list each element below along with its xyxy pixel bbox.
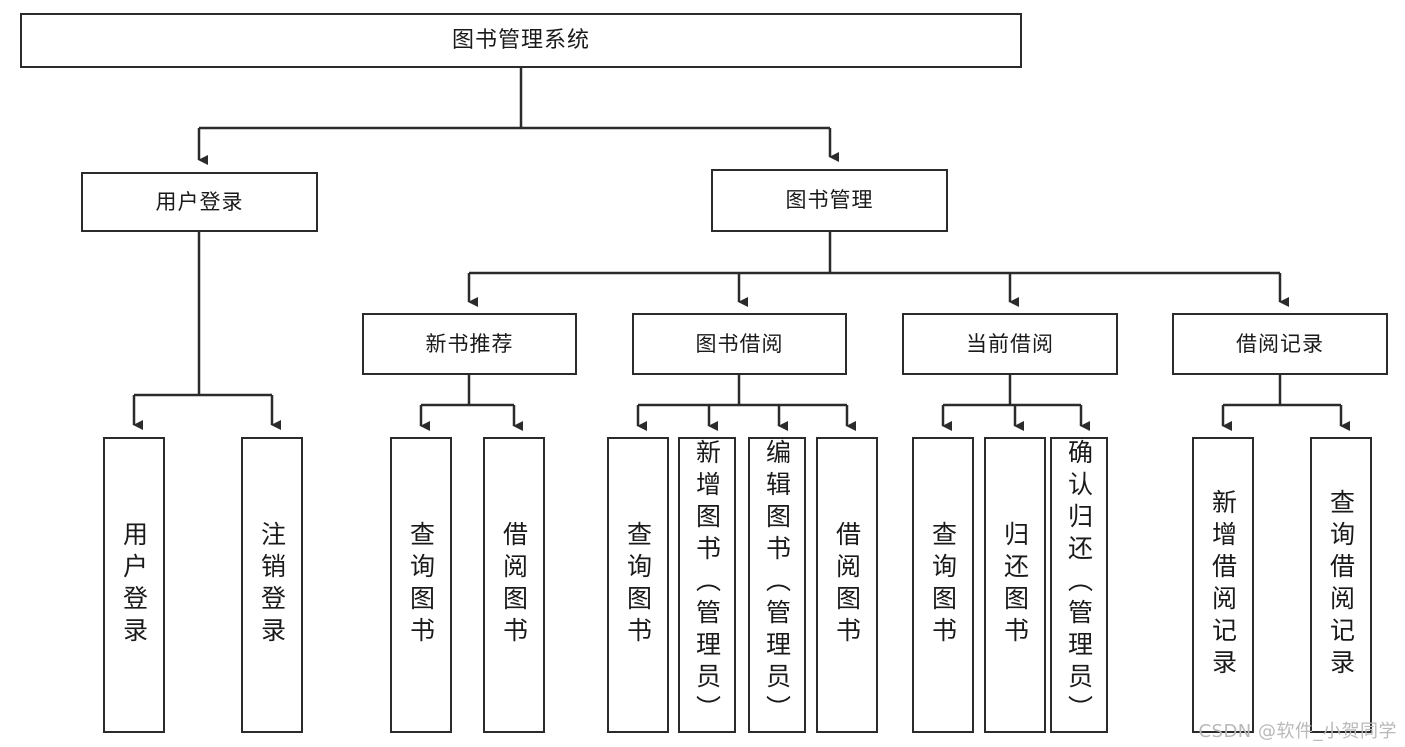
node-label: 借阅图书 [832, 521, 862, 649]
node-leaf-query-book-1[interactable]: 查询图书 [390, 437, 452, 733]
node-label: 归还图书 [1000, 521, 1030, 649]
node-root-book-management-system[interactable]: 图书管理系统 [20, 13, 1022, 68]
node-leaf-return-book[interactable]: 归还图书 [984, 437, 1046, 733]
node-leaf-user-login[interactable]: 用户登录 [103, 437, 165, 733]
node-label: 当前借阅 [966, 331, 1054, 356]
node-label: 借阅图书 [499, 521, 529, 649]
node-leaf-confirm-return-admin[interactable]: 确认归还（管理员） [1050, 437, 1108, 733]
node-label: 查询图书 [406, 521, 436, 649]
node-label: 用户登录 [119, 521, 149, 649]
node-borrow-record[interactable]: 借阅记录 [1172, 313, 1388, 375]
watermark: CSDN @软件_小贺同学 [1198, 721, 1397, 742]
node-label: 新书推荐 [425, 331, 514, 356]
node-label: 新增图书（管理员） [692, 439, 722, 727]
node-label: 查询借阅记录 [1326, 489, 1356, 681]
node-label: 确认归还（管理员） [1064, 439, 1094, 727]
node-label: 图书管理系统 [451, 27, 590, 53]
node-leaf-borrow-book-1[interactable]: 借阅图书 [483, 437, 545, 733]
node-label: 查询图书 [928, 521, 958, 649]
node-label: 借阅记录 [1236, 331, 1324, 356]
node-label: 图书管理 [785, 188, 874, 212]
node-current-borrow[interactable]: 当前借阅 [902, 313, 1118, 375]
node-book-borrow[interactable]: 图书借阅 [632, 313, 847, 375]
node-leaf-borrow-book-2[interactable]: 借阅图书 [816, 437, 878, 733]
node-label: 用户登录 [155, 189, 244, 214]
node-new-book-recommend[interactable]: 新书推荐 [362, 313, 577, 375]
node-leaf-user-logout[interactable]: 注销登录 [241, 437, 303, 733]
node-label: 注销登录 [257, 521, 287, 649]
node-leaf-query-book-3[interactable]: 查询图书 [912, 437, 974, 733]
node-leaf-add-borrow-record[interactable]: 新增借阅记录 [1192, 437, 1254, 733]
node-label: 图书借阅 [695, 331, 784, 356]
node-label: 查询图书 [623, 521, 653, 649]
node-leaf-query-book-2[interactable]: 查询图书 [607, 437, 669, 733]
node-label: 编辑图书（管理员） [762, 439, 792, 727]
node-leaf-add-book-admin[interactable]: 新增图书（管理员） [678, 437, 736, 733]
node-user-login[interactable]: 用户登录 [81, 172, 318, 232]
node-label: 新增借阅记录 [1208, 489, 1238, 681]
node-leaf-edit-book-admin[interactable]: 编辑图书（管理员） [748, 437, 806, 733]
node-book-management[interactable]: 图书管理 [711, 169, 948, 232]
node-leaf-query-borrow-record[interactable]: 查询借阅记录 [1310, 437, 1372, 733]
